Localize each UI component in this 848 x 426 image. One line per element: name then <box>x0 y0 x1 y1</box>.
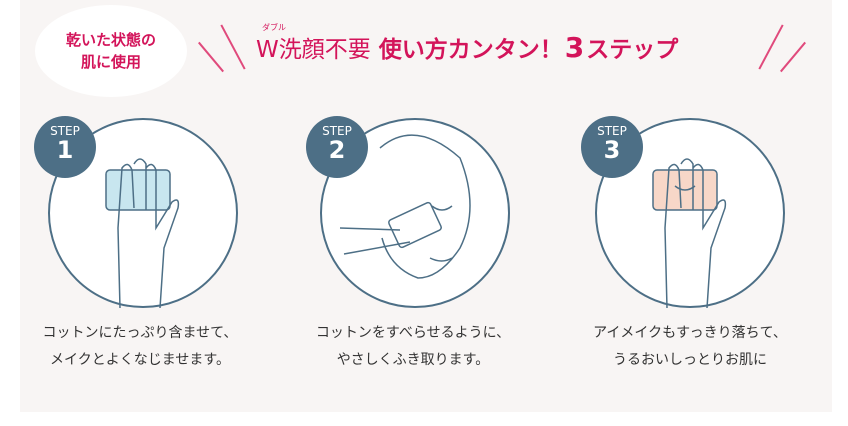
step-number: 1 <box>56 136 74 164</box>
condition-bubble: 乾いた状態の 肌に使用 <box>35 5 187 97</box>
step-label: STEP <box>322 124 352 138</box>
title-num: 3 <box>564 31 585 64</box>
caption-line: アイメイクもすっきり落ちて、 <box>593 325 787 341</box>
hand-cotton-clean-icon <box>652 158 727 308</box>
page-title: W洗顔不要使い方カンタン！3ステップ <box>256 30 678 64</box>
step-number: 2 <box>328 136 346 164</box>
hand-cotton-icon <box>105 158 180 308</box>
step-label: STEP <box>50 124 80 138</box>
caption-line: うるおいしっとりお肌に <box>613 352 767 368</box>
title-part2: 使い方カンタン！ <box>378 37 563 63</box>
step-1-caption: コットンにたっぷり含ませて、メイクとよくなじませます。 <box>5 320 275 374</box>
caption-line: コットンにたっぷり含ませて、 <box>42 325 238 341</box>
title-part1: W洗顔不要 <box>256 37 371 63</box>
bubble-line2: 肌に使用 <box>80 53 141 71</box>
bubble-line1: 乾いた状態の <box>65 31 156 49</box>
step-label: STEP <box>597 124 627 138</box>
caption-line: やさしくふき取ります。 <box>336 352 490 368</box>
title-part3: ステップ <box>586 37 679 63</box>
caption-line: コットンをすべらせるように、 <box>315 325 511 341</box>
caption-line: メイクとよくなじませます。 <box>50 352 230 368</box>
face-wipe-icon <box>339 134 471 279</box>
title-ruby: ダブル <box>262 23 286 32</box>
step-3-caption: アイメイクもすっきり落ちて、うるおいしっとりお肌に <box>555 320 825 374</box>
step-2-caption: コットンをすべらせるように、やさしくふき取ります。 <box>278 320 548 374</box>
step-number: 3 <box>603 136 621 164</box>
